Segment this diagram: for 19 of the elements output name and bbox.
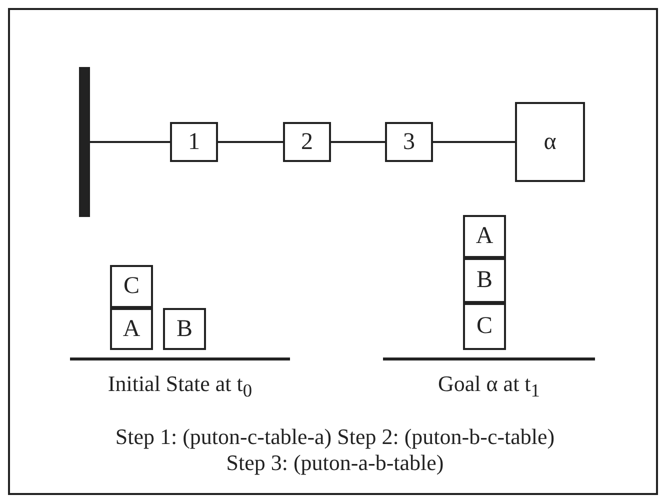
step-box: 2 xyxy=(283,122,331,162)
block-box: B xyxy=(163,308,206,350)
connector-line xyxy=(90,141,170,143)
block-box: A xyxy=(463,215,506,258)
block-box: C xyxy=(110,265,153,308)
state-caption: Goal α at t$_{1}$ xyxy=(437,371,541,402)
wall-bar xyxy=(79,67,90,217)
connector-line xyxy=(331,141,385,143)
connector-line xyxy=(433,141,515,143)
step-box: 3 xyxy=(385,122,433,162)
block-box: B xyxy=(463,258,506,303)
step-text: Step 3: (puton-a-b-table) xyxy=(225,450,445,476)
block-box: C xyxy=(463,303,506,350)
step-text: Step 1: (puton-c-table-a) Step 2: (puton-b-c-table) xyxy=(114,424,556,450)
goal-box: α xyxy=(515,102,585,182)
state-caption: Initial State at t$_{0}$ xyxy=(106,371,254,402)
step-box: 1 xyxy=(170,122,218,162)
connector-line xyxy=(218,141,283,143)
block-box: A xyxy=(110,308,153,350)
